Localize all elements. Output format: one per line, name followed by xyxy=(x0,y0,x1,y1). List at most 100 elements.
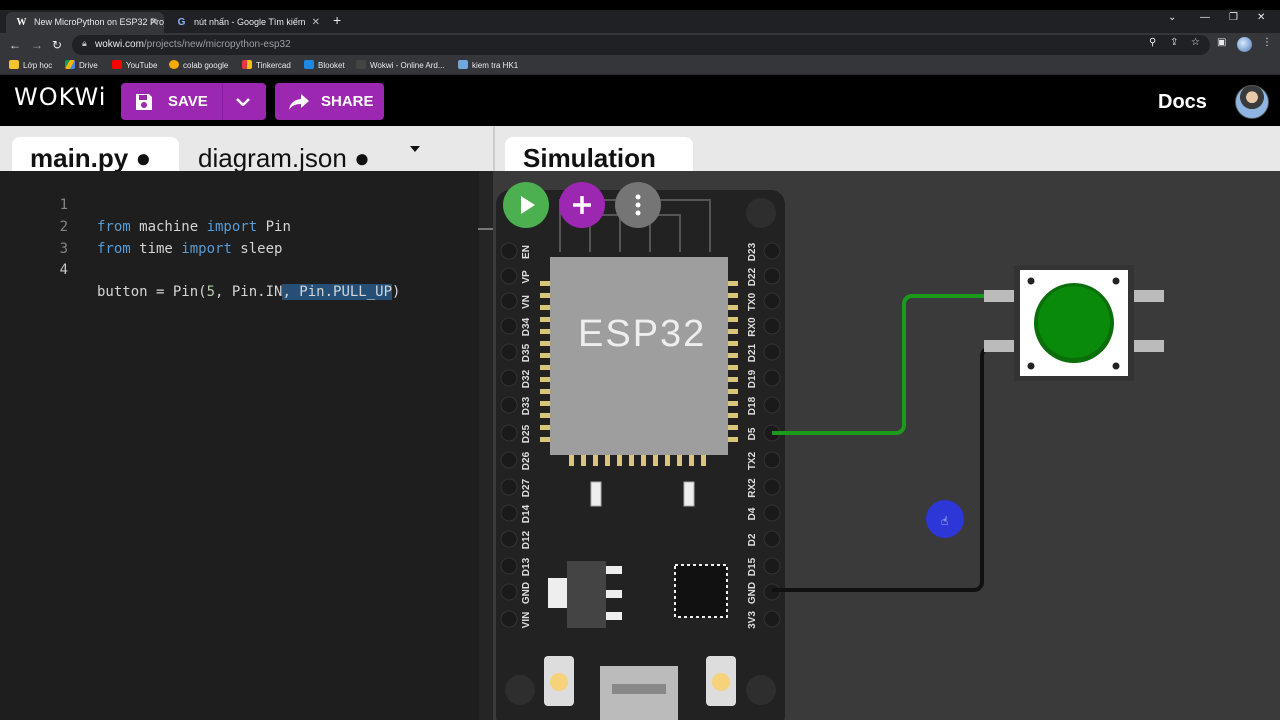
scrollbar-marker xyxy=(478,228,493,230)
hand-pointer-icon: ☝ xyxy=(941,514,949,528)
classroom-icon xyxy=(9,60,19,69)
wokwi-w-icon xyxy=(356,60,366,69)
side-panel-icon[interactable]: ▣ xyxy=(1217,37,1227,48)
code-line: 4 button = Pin(5, Pin.IN, Pin.PULL_UP) xyxy=(0,237,480,300)
address-bar[interactable]: 🔒︎ wokwi.com/projects/new/micropython-es… xyxy=(72,35,1210,55)
blooket-icon xyxy=(304,60,314,69)
pushbutton-leg xyxy=(984,340,1014,352)
text-selection: , Pin.PULL_UP xyxy=(282,284,393,300)
plus-icon xyxy=(573,196,591,214)
share-label: SHARE xyxy=(321,93,374,110)
star-icon[interactable]: ☆ xyxy=(1191,37,1200,48)
usb-uart-chip xyxy=(674,564,728,618)
pushbutton-leg xyxy=(1134,340,1164,352)
close-icon[interactable]: ✕ xyxy=(149,17,158,28)
pushbutton-leg xyxy=(984,290,1014,302)
browser-tab-wokwi[interactable]: W New MicroPython on ESP32 Proj ✕ xyxy=(6,12,164,33)
bookmark-colab[interactable]: colab google xyxy=(169,60,228,70)
bookmark-lop-hoc[interactable]: Lớp học xyxy=(9,60,52,70)
tab-main-py[interactable]: main.py ● xyxy=(12,137,179,171)
pointer-highlight: ☝ xyxy=(926,500,964,538)
more-options-button[interactable] xyxy=(615,182,661,228)
save-label: SAVE xyxy=(168,93,208,110)
bookmark-blooket[interactable]: Blooket xyxy=(304,60,345,70)
lock-icon: 🔒︎ xyxy=(82,38,87,48)
browser-profile-icon[interactable] xyxy=(1237,37,1252,52)
code-line: 2 from time import sleep xyxy=(0,194,480,257)
bookmark-youtube[interactable]: YouTube xyxy=(112,60,157,70)
tab-search-icon[interactable]: ⌄ xyxy=(1168,12,1177,23)
tinkercad-icon xyxy=(242,60,252,69)
mount-hole xyxy=(746,675,776,705)
start-simulation-button[interactable] xyxy=(503,182,549,228)
save-divider xyxy=(222,83,223,120)
code-line: 3 xyxy=(0,216,480,257)
chevron-down-icon[interactable] xyxy=(410,146,420,152)
chip-pads xyxy=(540,281,738,466)
line-number: 3 xyxy=(59,241,68,257)
browser-tab-google[interactable]: G nút nhấn - Google Tìm kiếm ✕ xyxy=(166,12,326,33)
url-text: wokwi.com/projects/new/micropython-esp32 xyxy=(95,39,291,50)
zoom-icon[interactable]: ⚲ xyxy=(1149,37,1157,48)
voltage-regulator xyxy=(567,561,606,628)
close-icon[interactable]: ✕ xyxy=(311,17,320,28)
chevron-down-icon[interactable] xyxy=(236,98,250,106)
browser-tab-title: nút nhấn - Google Tìm kiếm xyxy=(194,17,306,27)
minimize-icon[interactable]: — xyxy=(1200,12,1210,23)
bookmark-wokwi[interactable]: Wokwi - Online Ard... xyxy=(356,60,445,70)
forward-icon[interactable]: → xyxy=(31,38,43,52)
line-number: 2 xyxy=(59,219,68,235)
chip-label: ESP32 xyxy=(578,313,707,355)
code-line: 1 from machine import Pin xyxy=(0,172,480,235)
drive-icon xyxy=(65,60,75,69)
menu-kebab-icon xyxy=(635,194,641,216)
reload-icon[interactable]: ↻ xyxy=(52,38,63,52)
bookmark-tinkercad[interactable]: Tinkercad xyxy=(242,60,291,70)
wokwi-logo[interactable]: WOKWi xyxy=(14,83,107,111)
regulator-tab xyxy=(548,578,568,608)
bookmark-drive[interactable]: Drive xyxy=(65,60,98,70)
share-page-icon[interactable]: ⇪ xyxy=(1170,37,1179,48)
google-icon: G xyxy=(177,17,186,28)
esp32-chip xyxy=(550,257,728,455)
line-number: 4 xyxy=(59,262,68,278)
left-pin-holes xyxy=(500,242,518,628)
tab-simulation[interactable]: Simulation xyxy=(505,137,693,171)
editor-scrollbar[interactable] xyxy=(479,171,493,720)
mount-hole xyxy=(505,675,535,705)
pushbutton-leg xyxy=(1134,290,1164,302)
forms-icon xyxy=(458,60,468,69)
colab-icon xyxy=(169,60,179,69)
top-edge xyxy=(0,0,1280,10)
play-icon xyxy=(521,196,535,214)
youtube-icon xyxy=(112,60,122,69)
smd-component xyxy=(683,481,695,507)
bookmarks-bar: Lớp học Drive YouTube colab google Tinke… xyxy=(0,57,1280,75)
restore-icon[interactable]: ❐ xyxy=(1229,12,1238,23)
share-arrow-icon xyxy=(289,94,309,110)
new-tab-button[interactable]: + xyxy=(333,12,342,28)
window-close-icon[interactable]: ✕ xyxy=(1257,12,1266,23)
save-button[interactable]: SAVE xyxy=(121,83,266,120)
code-editor[interactable]: 1 from machine import Pin 2 from time im… xyxy=(0,171,493,720)
floppy-disk-icon xyxy=(136,94,152,110)
user-avatar[interactable] xyxy=(1235,85,1269,119)
mount-hole xyxy=(746,198,776,228)
back-icon[interactable]: ← xyxy=(9,38,21,52)
right-pin-holes xyxy=(763,242,781,628)
add-part-button[interactable] xyxy=(559,182,605,228)
share-button[interactable]: SHARE xyxy=(275,83,384,120)
line-number: 1 xyxy=(59,197,68,213)
smd-component xyxy=(590,481,602,507)
bookmark-kiem-tra[interactable]: kiem tra HK1 xyxy=(458,60,518,70)
pushbutton-cap xyxy=(1038,286,1110,358)
pin-label: 3V3 xyxy=(747,611,758,629)
docs-link[interactable]: Docs xyxy=(1158,91,1207,113)
browser-tabstrip: W New MicroPython on ESP32 Proj ✕ G nút … xyxy=(0,10,1280,33)
tab-diagram-json[interactable]: diagram.json ● xyxy=(198,143,370,171)
menu-kebab-icon[interactable]: ⋮ xyxy=(1262,37,1272,48)
wokwi-w-icon: W xyxy=(16,17,27,28)
pin-label: VIN xyxy=(521,611,532,629)
